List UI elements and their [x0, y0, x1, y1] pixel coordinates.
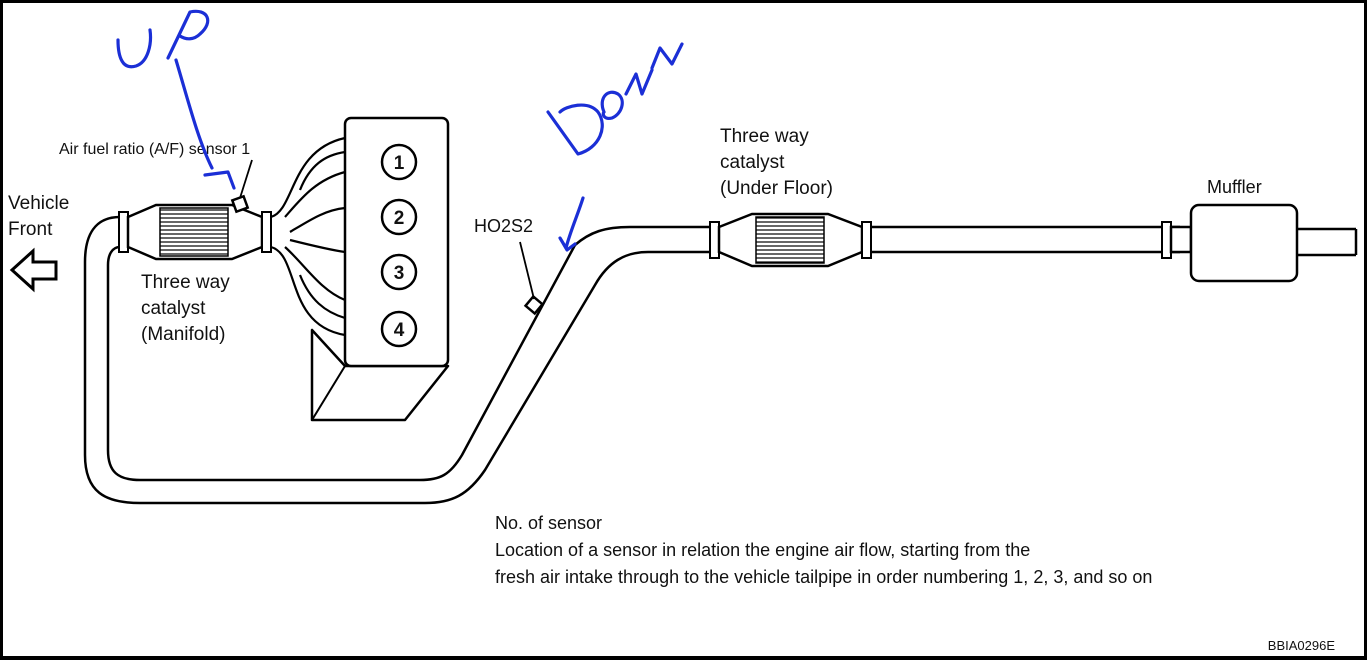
cylinder-2: 2	[380, 198, 418, 236]
vehicle-front-label-line2: Front	[8, 219, 53, 240]
cylinder-1: 1	[380, 143, 418, 181]
underfloor-catalyst-label-line3: (Under Floor)	[720, 178, 833, 199]
manifold-catalyst	[118, 203, 272, 261]
manifold-catalyst-label-line1: Three way	[141, 272, 230, 293]
exhaust-pipe	[83, 215, 1180, 505]
underfloor-catalyst	[709, 212, 872, 268]
figure-code: BBIA0296E	[1268, 638, 1336, 653]
ho2s2-leader	[519, 241, 535, 300]
note-title: No. of sensor	[495, 513, 602, 533]
af-sensor-label: Air fuel ratio (A/F) sensor 1	[59, 141, 250, 158]
underfloor-catalyst-label-line1: Three way	[720, 126, 809, 147]
ho2s2-label: HO2S2	[474, 216, 533, 236]
af-sensor-1-icon	[230, 194, 250, 214]
note-line-1: Location of a sensor in relation the eng…	[495, 540, 1030, 560]
exhaust-manifold	[270, 136, 346, 337]
muffler	[1161, 203, 1358, 283]
underfloor-catalyst-label-line2: catalyst	[720, 152, 785, 173]
af-sensor-leader	[239, 159, 253, 199]
svg-text:3: 3	[394, 263, 405, 284]
cylinder-4: 4	[380, 310, 418, 348]
svg-text:1: 1	[394, 153, 405, 174]
engine-block	[310, 116, 450, 422]
ho2s2-sensor-icon	[523, 294, 545, 316]
manifold-catalyst-label-line3: (Manifold)	[141, 324, 225, 345]
manifold-catalyst-label-line2: catalyst	[141, 298, 206, 319]
handwritten-up-annotation	[116, 9, 236, 190]
svg-text:2: 2	[394, 208, 405, 229]
handwritten-down-annotation	[546, 42, 684, 252]
vehicle-front-label-line1: Vehicle	[8, 193, 69, 214]
cylinder-3: 3	[380, 253, 418, 291]
vehicle-front-arrow-icon	[9, 247, 58, 293]
svg-text:4: 4	[394, 320, 405, 341]
note-line-2: fresh air intake through to the vehicle …	[495, 567, 1152, 587]
muffler-label: Muffler	[1207, 177, 1262, 197]
